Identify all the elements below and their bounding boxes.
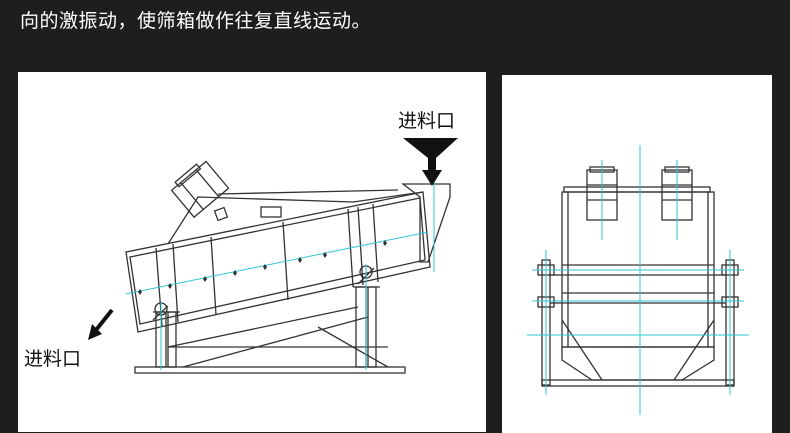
inlet-arrow-icon bbox=[403, 138, 458, 186]
base-frame bbox=[134, 366, 406, 374]
screen-box bbox=[125, 191, 431, 333]
front-view-drawing bbox=[502, 75, 772, 433]
vibration-motor bbox=[170, 160, 230, 219]
side-view-drawing: 进料口 进料口 bbox=[18, 72, 486, 432]
right-support-column bbox=[355, 286, 367, 368]
base-frame-front bbox=[541, 379, 735, 387]
inlet-label: 进料口 bbox=[398, 110, 456, 132]
outlet-label: 进料口 bbox=[24, 348, 82, 370]
header-caption: 向的激振动，使筛箱做作往复直线运动。 bbox=[20, 10, 372, 32]
front-view-svg bbox=[527, 145, 749, 415]
discharge-hopper bbox=[561, 346, 715, 381]
top-cover bbox=[167, 191, 424, 245]
motor-beam bbox=[563, 186, 711, 193]
side-view-svg bbox=[88, 138, 458, 374]
outlet-arrow-icon bbox=[88, 308, 114, 340]
inlet-chute bbox=[401, 183, 451, 263]
